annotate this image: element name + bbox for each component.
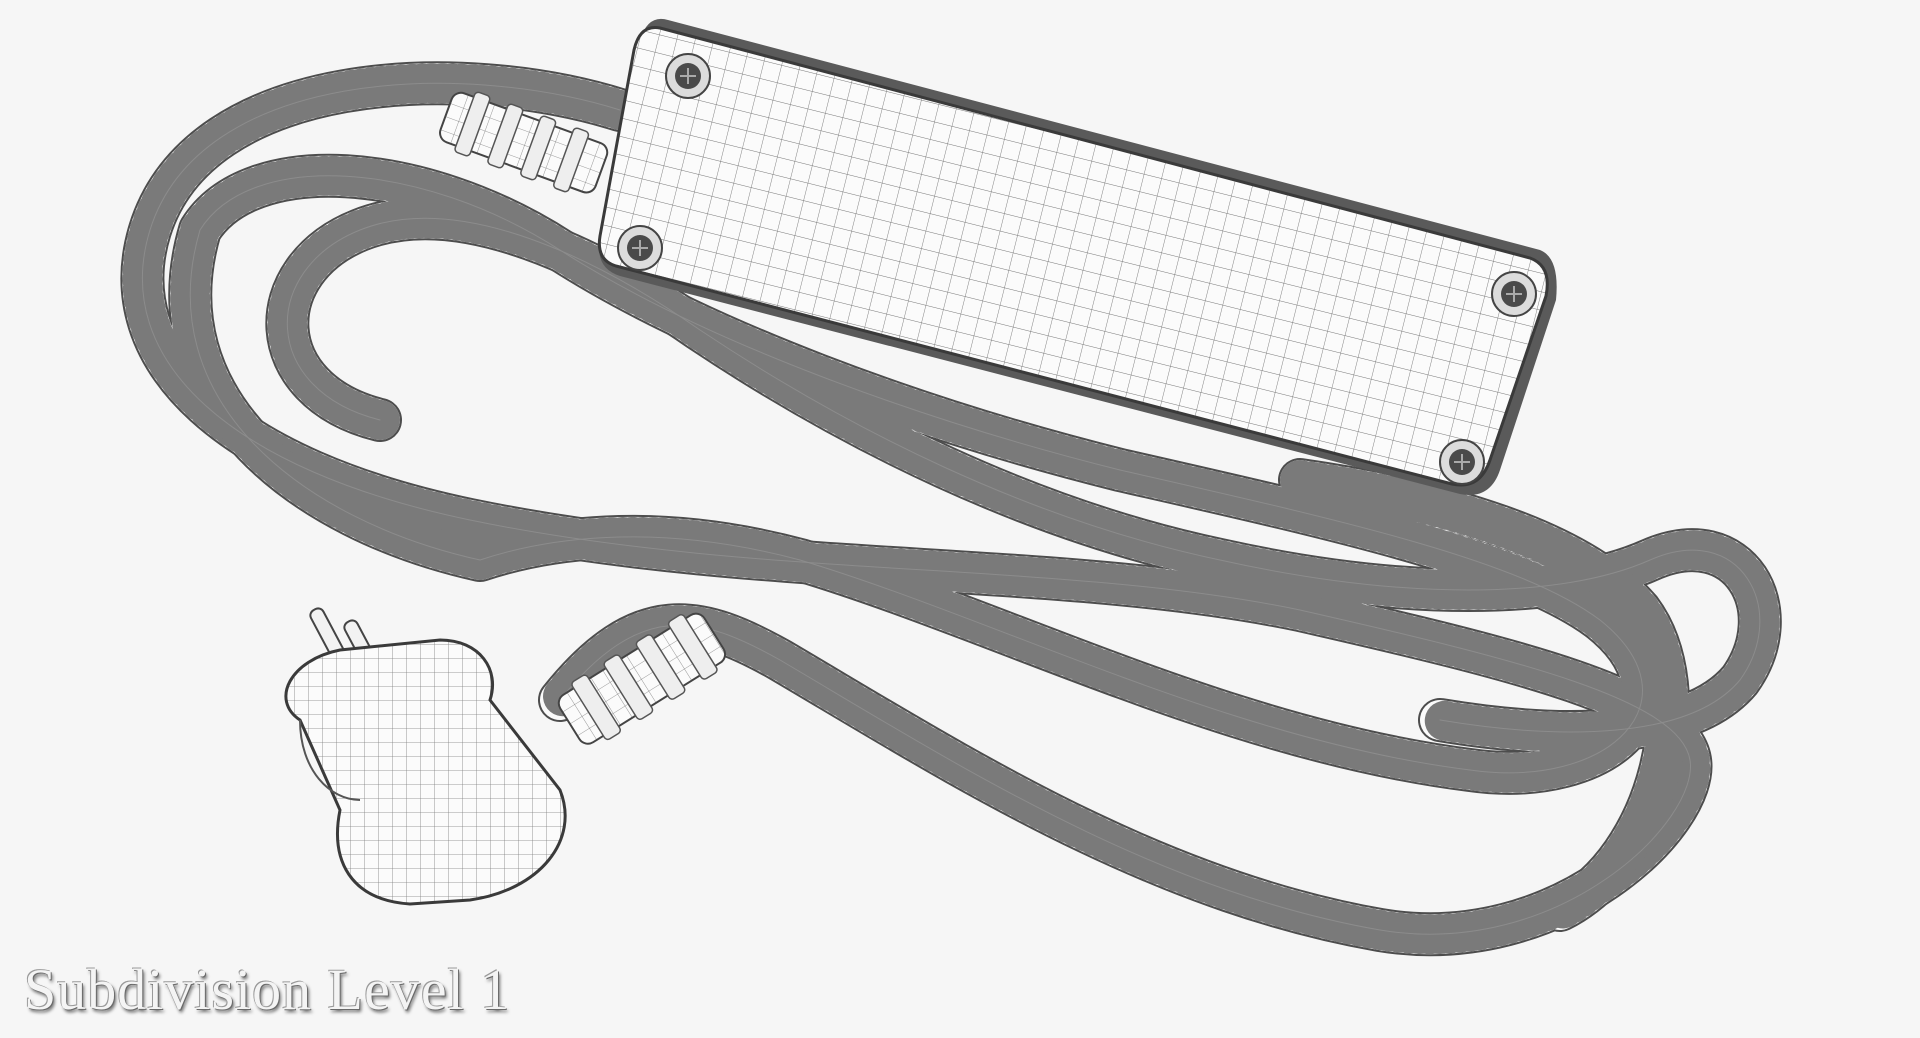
power-strip [597, 18, 1557, 495]
screw-icon [1491, 271, 1537, 317]
plug [284, 607, 567, 906]
cable [120, 61, 1782, 957]
screw-icon [617, 225, 663, 271]
plug-strain-relief [557, 612, 727, 745]
strip-strain-relief [439, 91, 609, 194]
subdivision-level-caption: Subdivision Level 1 [24, 957, 511, 1022]
screw-icon [1439, 439, 1485, 485]
screw-icon [665, 53, 711, 99]
